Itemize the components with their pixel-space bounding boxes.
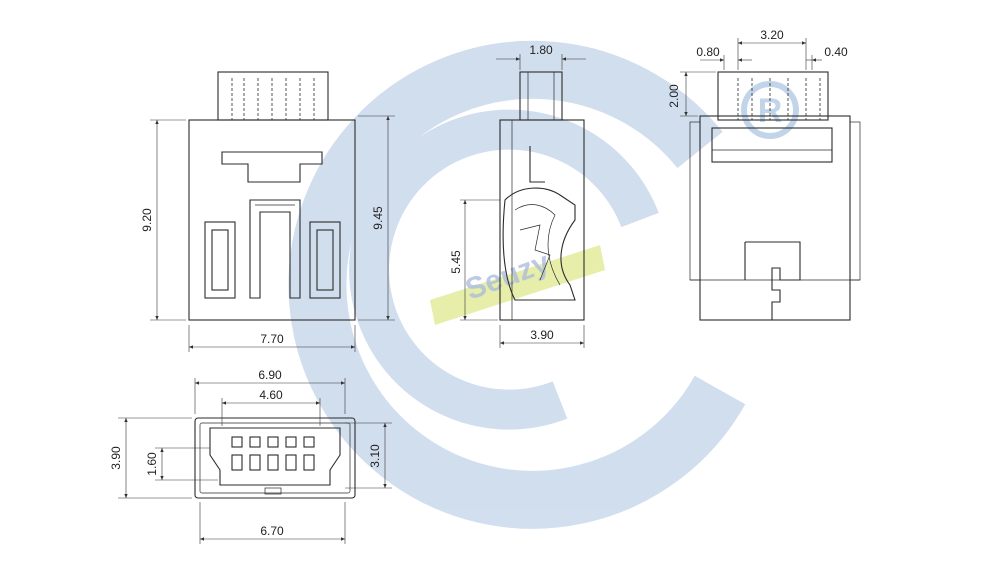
dim-bottom-base-width: 6.70 bbox=[260, 524, 284, 538]
dim-bottom-height-right: 3.10 bbox=[368, 444, 382, 468]
dim-back-pin-height: 2.00 bbox=[667, 84, 681, 108]
dim-back-pitch-span: 3.20 bbox=[760, 28, 784, 42]
dim-bottom-outer-width: 6.90 bbox=[258, 368, 282, 382]
watermark-ring bbox=[288, 40, 746, 529]
watermark: Seuzy R bbox=[288, 40, 799, 529]
dim-front-height-right: 9.45 bbox=[371, 206, 385, 230]
dim-bottom-height-left: 3.90 bbox=[109, 446, 123, 470]
dim-front-height: 9.20 bbox=[140, 208, 154, 232]
dim-side-width: 3.90 bbox=[530, 328, 554, 342]
dim-side-top-width: 1.80 bbox=[529, 43, 553, 57]
dim-bottom-inner-width: 4.60 bbox=[259, 388, 283, 402]
bottom-dimensions: 6.90 4.60 6.70 3.90 1.60 3.10 bbox=[109, 368, 392, 544]
dim-back-pin-width: 0.80 bbox=[696, 45, 720, 59]
dim-bottom-inner-height: 1.60 bbox=[145, 452, 159, 476]
bottom-view bbox=[194, 417, 356, 499]
back-view bbox=[689, 71, 861, 321]
watermark-ring-inner bbox=[349, 109, 659, 430]
back-dimensions: 3.20 0.80 0.40 2.00 bbox=[667, 28, 848, 117]
dim-side-height: 5.45 bbox=[449, 250, 463, 274]
front-dimensions: 7.70 9.20 9.45 bbox=[140, 115, 395, 352]
side-view bbox=[499, 71, 585, 321]
dim-front-width: 7.70 bbox=[260, 332, 284, 346]
dim-back-pin-gap: 0.40 bbox=[824, 45, 848, 59]
front-view bbox=[188, 71, 356, 321]
side-dimensions: 1.80 5.45 3.90 bbox=[449, 43, 586, 348]
